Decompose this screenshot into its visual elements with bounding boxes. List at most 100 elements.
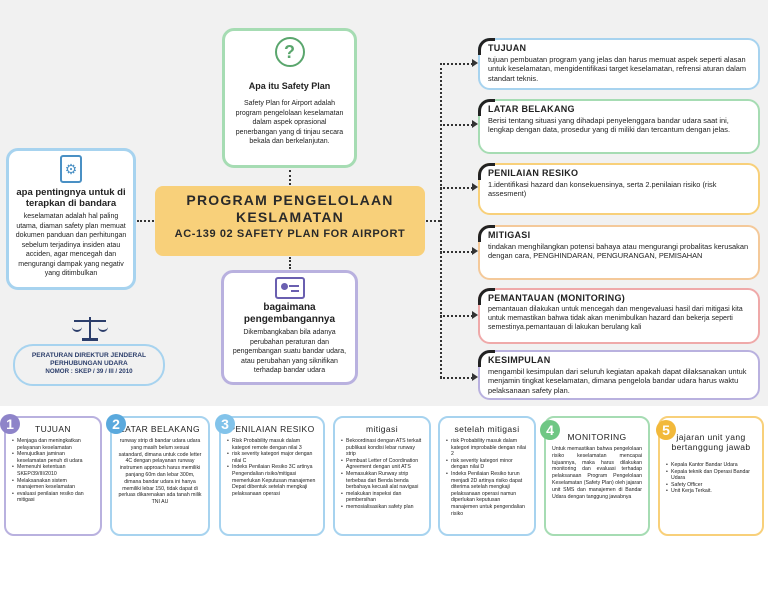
- connector-left: [137, 220, 154, 222]
- bottom-list: Kepala Kantor Bandar Udara Kepala teknik…: [666, 462, 756, 495]
- right-title: PENILAIAN RESIKO: [488, 168, 579, 178]
- bottom-list: Bekoordinasi dengan ATS terkait publikas…: [341, 438, 423, 511]
- list-item: Indeks Penilaian Resiko 3C artinya Penge…: [227, 464, 317, 497]
- branch-4: [440, 251, 473, 253]
- branch-6: [440, 377, 473, 379]
- right-card-latar: LATAR BELAKANG Berisi tentang situasi ya…: [478, 99, 760, 154]
- bottom-card-tujuan: TUJUAN Menjaga dan meningkatkan pelayana…: [4, 416, 102, 536]
- arrow-4: [472, 247, 478, 255]
- arrow-2: [472, 120, 478, 128]
- apa-body: Safety Plan for Airport adalah program p…: [235, 100, 344, 145]
- connector-bottom: [289, 257, 291, 269]
- bottom-card-setelah: setelah mitigasi risk Probability masuk …: [438, 416, 536, 536]
- badge-1: 1: [0, 414, 20, 434]
- right-card-kesimpulan: KESIMPULAN mengambil kesimpulan dari sel…: [478, 350, 760, 400]
- center-title-box: PROGRAM PENGELOLAAN KESLAMATAN AC-139 02…: [155, 186, 425, 256]
- list-item: Menujudkan jaminan keselamatan penuh di …: [12, 451, 94, 464]
- list-item: Safety Officer: [666, 482, 756, 489]
- right-body: tujuan pembuatan program yang jelas dan …: [488, 55, 746, 83]
- bottom-list: Menjaga dan meningkatkan pelayanan kesel…: [12, 438, 94, 504]
- scales-icon: [72, 317, 108, 341]
- kembang-title: bagaimana pengembangannya: [243, 302, 336, 325]
- center-line1: PROGRAM PENGELOLAAN: [186, 192, 394, 208]
- bottom-card-mitigasi: mitigasi Bekoordinasi dengan ATS terkait…: [333, 416, 431, 536]
- right-title: PEMANTAUAN (MONITORING): [488, 293, 626, 303]
- penting-body: keselamatan adalah hal paling utama, dia…: [15, 213, 127, 277]
- right-body: mengambil kesimpulan dari seluruh kegiat…: [488, 367, 747, 395]
- penting-card: ⚙ apa pentingnya untuk di terapkan di ba…: [6, 148, 136, 290]
- bottom-title: MONITORING: [567, 432, 627, 442]
- bottom-card-latar: LATAR BELAKANG runway strip di bandar ud…: [110, 416, 210, 536]
- connector-trunk: [440, 63, 442, 378]
- arrow-3: [472, 183, 478, 191]
- presentation-icon: [274, 277, 305, 299]
- right-body: tindakan menghilangkan potensi bahaya at…: [488, 242, 749, 261]
- right-body: Berisi tentang situasi yang dihadapi pen…: [488, 116, 730, 135]
- bottom-title: setelah mitigasi: [454, 424, 520, 434]
- bottom-list: Risk Probability masuk dalam kategori re…: [227, 438, 317, 497]
- bottom-card-monitoring: MONITORING Untuk memastikan bahwa pengel…: [544, 416, 650, 536]
- bottom-title: PENILAIAN RESIKO: [229, 424, 315, 434]
- list-item: risk severity kategori major dengan nila…: [227, 451, 317, 464]
- center-line3: AC-139 02 SAFETY PLAN FOR AIRPORT: [174, 228, 406, 240]
- arrow-1: [472, 59, 478, 67]
- right-title: MITIGASI: [488, 230, 531, 240]
- question-icon: ?: [274, 37, 305, 67]
- list-item: Pembuat Letter of Coordination Agreement…: [341, 458, 423, 471]
- center-line2: KESLAMATAN: [236, 209, 344, 225]
- branch-5: [440, 315, 473, 317]
- peraturan-line1: PERATURAN DIREKTUR JENDERAL: [31, 352, 147, 359]
- list-item: risk severity kategori minor dengan nila…: [446, 458, 528, 471]
- right-title: TUJUAN: [488, 43, 527, 53]
- list-item: Unit Kerja Terkait.: [666, 488, 756, 495]
- list-item: Memenuhi ketentuan SKEP/39/III/2010: [12, 464, 94, 477]
- branch-1: [440, 63, 473, 65]
- bottom-card-penilaian: PENILAIAN RESIKO Risk Probability masuk …: [219, 416, 325, 536]
- right-card-tujuan: TUJUAN tujuan pembuatan program yang jel…: [478, 38, 760, 90]
- list-item: Risk Probability masuk dalam kategori re…: [227, 438, 317, 451]
- list-item: memosialisasikan safety plan: [341, 504, 423, 511]
- bottom-list: risk Probability masuk dalam kategori im…: [446, 438, 528, 517]
- badge-3: 3: [215, 414, 235, 434]
- bottom-card-jajaran: jajaran unit yang bertanggung jawab Kepa…: [658, 416, 764, 536]
- list-item: Kepala teknik dan Operasi Bandar Udara: [666, 469, 756, 482]
- list-item: melakukan inspeksi dan pembersihan: [341, 491, 423, 504]
- bottom-title: LATAR BELAKANG: [120, 424, 200, 434]
- connector-top: [289, 170, 291, 185]
- right-body: pemantauan dilakukan untuk mencegah dan …: [488, 305, 743, 331]
- connector-right: [426, 220, 440, 222]
- right-title: KESIMPULAN: [488, 355, 551, 365]
- bottom-title: mitigasi: [365, 424, 398, 434]
- bottom-paragraph: runway strip di bandar udara udara yang …: [118, 438, 202, 506]
- list-item: Bekoordinasi dengan ATS terkait publikas…: [341, 438, 423, 458]
- list-item: evaluasi penilaian resiko dan mitigasi: [12, 491, 94, 504]
- bottom-paragraph: Untuk memastikan bahwa pengelolaan risik…: [552, 446, 642, 500]
- badge-2: 2: [106, 414, 126, 434]
- document-gear-icon: ⚙: [60, 155, 82, 183]
- arrow-5: [472, 311, 478, 319]
- bottom-title: TUJUAN: [35, 424, 71, 434]
- badge-4: 4: [540, 420, 560, 440]
- right-card-monitoring: PEMANTAUAN (MONITORING) pemantauan dilak…: [478, 288, 760, 344]
- bottom-title: jajaran unit yang bertanggung jawab: [671, 432, 751, 452]
- apa-card: ? Apa itu Safety Plan Safety Plan for Ai…: [222, 28, 357, 168]
- list-item: Indeks Penilaian Resiko turun menjadi 2D…: [446, 471, 528, 517]
- list-item: Menjaga dan meningkatkan pelayanan kesel…: [12, 438, 94, 451]
- list-item: Kepala Kantor Bandar Udara: [666, 462, 756, 469]
- branch-3: [440, 187, 473, 189]
- peraturan-box: PERATURAN DIREKTUR JENDERAL PERHUBUNGAN …: [13, 344, 165, 386]
- right-body: 1.identifikasi hazard dan konsekuensinya…: [488, 180, 717, 199]
- right-title: LATAR BELAKANG: [488, 104, 575, 114]
- right-card-penilaian: PENILAIAN RESIKO 1.identifikasi hazard d…: [478, 163, 760, 215]
- branch-2: [440, 124, 473, 126]
- arrow-6: [472, 373, 478, 381]
- list-item: risk Probability masuk dalam kategori im…: [446, 438, 528, 458]
- kembang-card: bagaimana pengembangannya Dikembangkaban…: [221, 270, 358, 385]
- peraturan-line3: NOMOR : SKEP / 39 / III / 2010: [45, 368, 133, 375]
- penting-title: apa pentingnya untuk di terapkan di band…: [16, 187, 126, 209]
- list-item: Melaksanakan sistem manajemen keselamata…: [12, 478, 94, 491]
- list-item: Memasukkan Runway strip terbebas dari Be…: [341, 471, 423, 491]
- peraturan-line2: PERHUBUNGAN UDARA: [50, 360, 128, 367]
- right-card-mitigasi: MITIGASI tindakan menghilangkan potensi …: [478, 225, 760, 280]
- badge-5: 5: [656, 420, 676, 440]
